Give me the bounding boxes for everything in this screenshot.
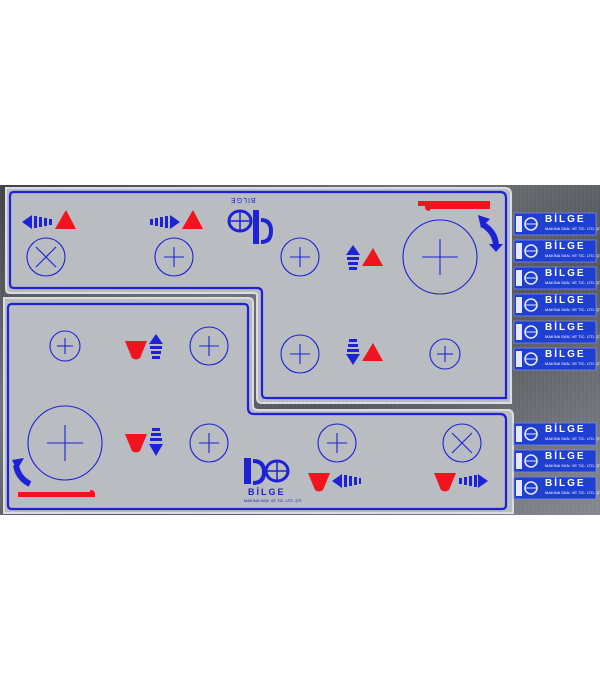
bilge-globe-logo — [227, 209, 274, 244]
jog-down-indicator — [346, 339, 383, 365]
curved-arrow-icon — [478, 215, 503, 252]
badge-brand-name: BİLGE — [545, 349, 586, 360]
badge-brand-name: BİLGE — [545, 451, 586, 462]
curved-arrow-icon — [12, 458, 32, 487]
circle-buttons — [26, 219, 482, 481]
brand-badge — [513, 239, 597, 263]
badge-brand-subtitle: MAKİNA SAN. VE TİC. LTD. ŞTİ. — [545, 307, 600, 312]
triangle-icon — [362, 248, 383, 266]
badge-brand-name: BİLGE — [545, 478, 586, 489]
cup-icon — [125, 341, 147, 360]
bilge-globe-logo — [244, 458, 290, 485]
jog-right-indicator-lower — [434, 473, 488, 492]
badge-brand-name: BİLGE — [545, 322, 586, 333]
arrow-down-icon — [149, 444, 163, 456]
plus-circle-icon[interactable] — [189, 326, 229, 366]
upper-panel-sheet — [5, 187, 512, 404]
x-circle-icon[interactable] — [442, 423, 482, 463]
badge-brand-name: BİLGE — [545, 241, 586, 252]
badge-brand-subtitle: MAKİNA SAN. VE TİC. LTD. ŞTİ. — [545, 280, 600, 285]
badge-brand-name: BİLGE — [545, 295, 586, 306]
cup-icon — [434, 473, 456, 492]
badge-brand-name: BİLGE — [545, 268, 586, 279]
brand-badge — [513, 422, 597, 446]
plus-circle-icon[interactable] — [189, 423, 229, 463]
jog-up-indicator-lower — [125, 334, 163, 360]
jog-right-indicator — [150, 210, 203, 229]
brand-badge — [513, 347, 597, 371]
brand-badge-column — [513, 212, 597, 500]
jog-down-indicator-lower — [125, 428, 163, 456]
cup-icon — [308, 473, 330, 492]
badge-brand-subtitle: MAKİNA SAN. VE TİC. LTD. ŞTİ. — [545, 334, 600, 339]
badge-brand-subtitle: MAKİNA SAN. VE TİC. LTD. ŞTİ. — [545, 361, 600, 366]
plus-circle-icon[interactable] — [402, 219, 478, 295]
plus-circle-icon[interactable] — [280, 237, 320, 277]
jog-up-indicator — [346, 245, 383, 270]
brand-badge — [513, 449, 597, 473]
red-slot-bar-top — [418, 201, 490, 211]
badge-brand-subtitle: MAKİNA SAN. VE TİC. LTD. ŞTİ. — [545, 490, 600, 495]
badge-brand-name: BİLGE — [545, 424, 586, 435]
upper-panel-outline — [8, 190, 508, 400]
jog-left-indicator — [22, 210, 76, 229]
jog-left-indicator-lower — [308, 473, 361, 492]
badge-brand-subtitle: MAKİNA SAN. VE TİC. LTD. ŞTİ. — [545, 436, 600, 441]
plus-circle-icon[interactable] — [27, 405, 103, 481]
arrow-up-icon — [149, 334, 163, 344]
plus-circle-icon[interactable] — [280, 334, 320, 374]
panel-logo-subtitle-bottom: MAKİNA SAN. VE TİC. LTD. ŞTİ. — [244, 498, 303, 503]
triangle-icon — [362, 343, 383, 361]
badge-brand-subtitle: MAKİNA SAN. VE TİC. LTD. ŞTİ. — [545, 253, 600, 258]
brand-badge — [513, 212, 597, 236]
brand-badge — [513, 293, 597, 317]
panel-logo-text-top: BİLGE — [230, 196, 256, 203]
panel-logo-name-bottom: BİLGE — [248, 487, 286, 497]
badge-brand-subtitle: MAKİNA SAN. VE TİC. LTD. ŞTİ. — [545, 226, 600, 231]
lower-panel-outline — [6, 302, 508, 511]
badge-brand-name: BİLGE — [545, 214, 586, 225]
red-slot-bar-bottom — [18, 490, 95, 497]
triangle-icon — [55, 210, 76, 229]
cup-icon — [125, 434, 147, 453]
brand-badge — [513, 320, 597, 344]
jog-indicators — [12, 210, 503, 492]
x-circle-icon[interactable] — [26, 237, 66, 277]
arrow-up-icon — [346, 245, 360, 255]
plus-circle-icon[interactable] — [154, 237, 194, 277]
arrow-left-icon — [22, 215, 32, 229]
arrow-right-icon — [478, 474, 488, 488]
badge-brand-subtitle: MAKİNA SAN. VE TİC. LTD. ŞTİ. — [545, 463, 600, 468]
plus-circle-icon[interactable] — [429, 338, 461, 370]
arrow-left-icon — [332, 474, 342, 488]
arrow-down-icon — [346, 354, 360, 365]
triangle-icon — [182, 210, 203, 229]
plus-circle-icon[interactable] — [49, 330, 81, 362]
brand-badge — [513, 476, 597, 500]
plus-circle-icon[interactable] — [317, 423, 357, 463]
arrow-right-icon — [170, 215, 180, 229]
brand-badge — [513, 266, 597, 290]
